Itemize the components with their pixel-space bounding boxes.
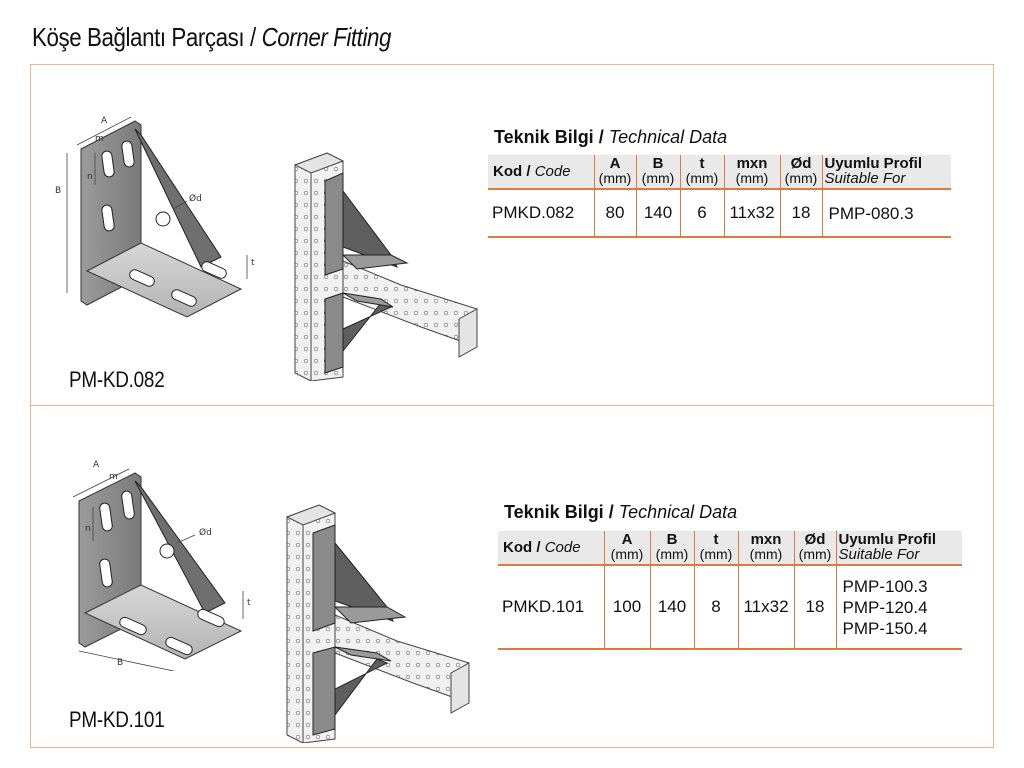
cell-d: 18 [779,189,822,238]
profile-item: PMP-120.4 [842,597,928,617]
cell-mxn: 11x32 [737,565,794,650]
col-t: t(mm) [693,531,738,566]
tech-title-sep: / [598,127,604,147]
tech-title-tr: Teknik Bilgi [504,502,604,522]
cell-b: 140 [635,189,680,238]
product-name-101: PM-KD.101 [69,707,165,732]
profile-item: PMP-150.4 [842,618,928,638]
assembly-drawing-101 [285,504,470,743]
product-name-082: PM-KD.082 [69,367,165,392]
assembly-drawing-082 [293,152,478,381]
col-mxn: mxn(mm) [737,531,794,566]
cell-code: PMKD.082 [488,189,594,238]
cell-t: 6 [679,189,724,238]
dim-label-b: B [117,658,123,668]
tech-title-tr: Teknik Bilgi [494,127,594,147]
col-b: B(mm) [649,531,694,566]
col-code: Kod / Code [488,155,594,190]
spec-header-row: Kod / Code A(mm) B(mm) t(mm) mxn(mm) Ød(… [498,531,962,566]
cell-b: 140 [649,565,694,650]
dim-label-t: t [247,598,251,608]
spec-table-082: Kod / Code A(mm) B(mm) t(mm) mxn(mm) Ød(… [488,155,951,238]
col-mxn: mxn(mm) [723,155,780,190]
dim-label-d: Ød [199,527,212,538]
tech-title-sep: / [608,502,614,522]
col-a: A(mm) [603,531,650,566]
table-row: PMKD.101 100 140 8 11x32 18 PMP-100.3 PM… [498,565,962,650]
spec-table-101: Kod / Code A(mm) B(mm) t(mm) mxn(mm) Ød(… [498,531,962,650]
dim-label-a: A [101,116,108,126]
spec-header-row: Kod / Code A(mm) B(mm) t(mm) mxn(mm) Ød(… [488,155,951,190]
col-b: B(mm) [635,155,680,190]
bracket-drawing-082: A m n B Ød t [55,116,255,318]
cell-t: 8 [693,565,738,650]
page-title: Köşe Bağlantı Parçası / Corner Fitting [32,22,391,53]
dim-label-m: m [95,134,104,144]
cell-profile: PMP-080.3 [821,189,951,238]
col-d: Ød(mm) [793,531,836,566]
cell-a: 100 [603,565,650,650]
cell-code: PMKD.101 [498,565,604,650]
dim-label-n: n [87,172,93,182]
page-title-tr: Köşe Bağlantı Parçası / [32,22,256,52]
col-a: A(mm) [593,155,636,190]
product-frame: A m n B Ød t PM-KD.082 Teknik Bilgi [30,64,994,748]
col-d: Ød(mm) [779,155,822,190]
dim-label-d: Ød [189,193,202,204]
profile-item: PMP-100.3 [842,576,928,596]
tech-title-101: Teknik Bilgi / Technical Data [504,502,737,523]
profile-item: PMP-080.3 [828,203,914,223]
tech-title-en: Technical Data [608,127,728,147]
cell-a: 80 [593,189,636,238]
dim-label-m: m [109,472,118,482]
section-divider [31,405,993,406]
col-code: Kod / Code [498,531,604,566]
dim-label-b: B [55,186,61,196]
cell-profile: PMP-100.3 PMP-120.4 PMP-150.4 [835,565,962,650]
page-title-en: Corner Fitting [261,22,392,52]
cell-d: 18 [793,565,836,650]
tech-title-082: Teknik Bilgi / Technical Data [494,127,727,148]
col-t: t(mm) [679,155,724,190]
table-row: PMKD.082 80 140 6 11x32 18 PMP-080.3 [488,189,951,238]
tech-title-en: Technical Data [618,502,738,522]
dim-label-n: n [85,524,91,534]
dim-label-a: A [93,460,100,470]
dim-label-t: t [251,258,255,268]
bracket-drawing-101: A m n B Ød t [72,460,251,671]
cell-mxn: 11x32 [723,189,780,238]
